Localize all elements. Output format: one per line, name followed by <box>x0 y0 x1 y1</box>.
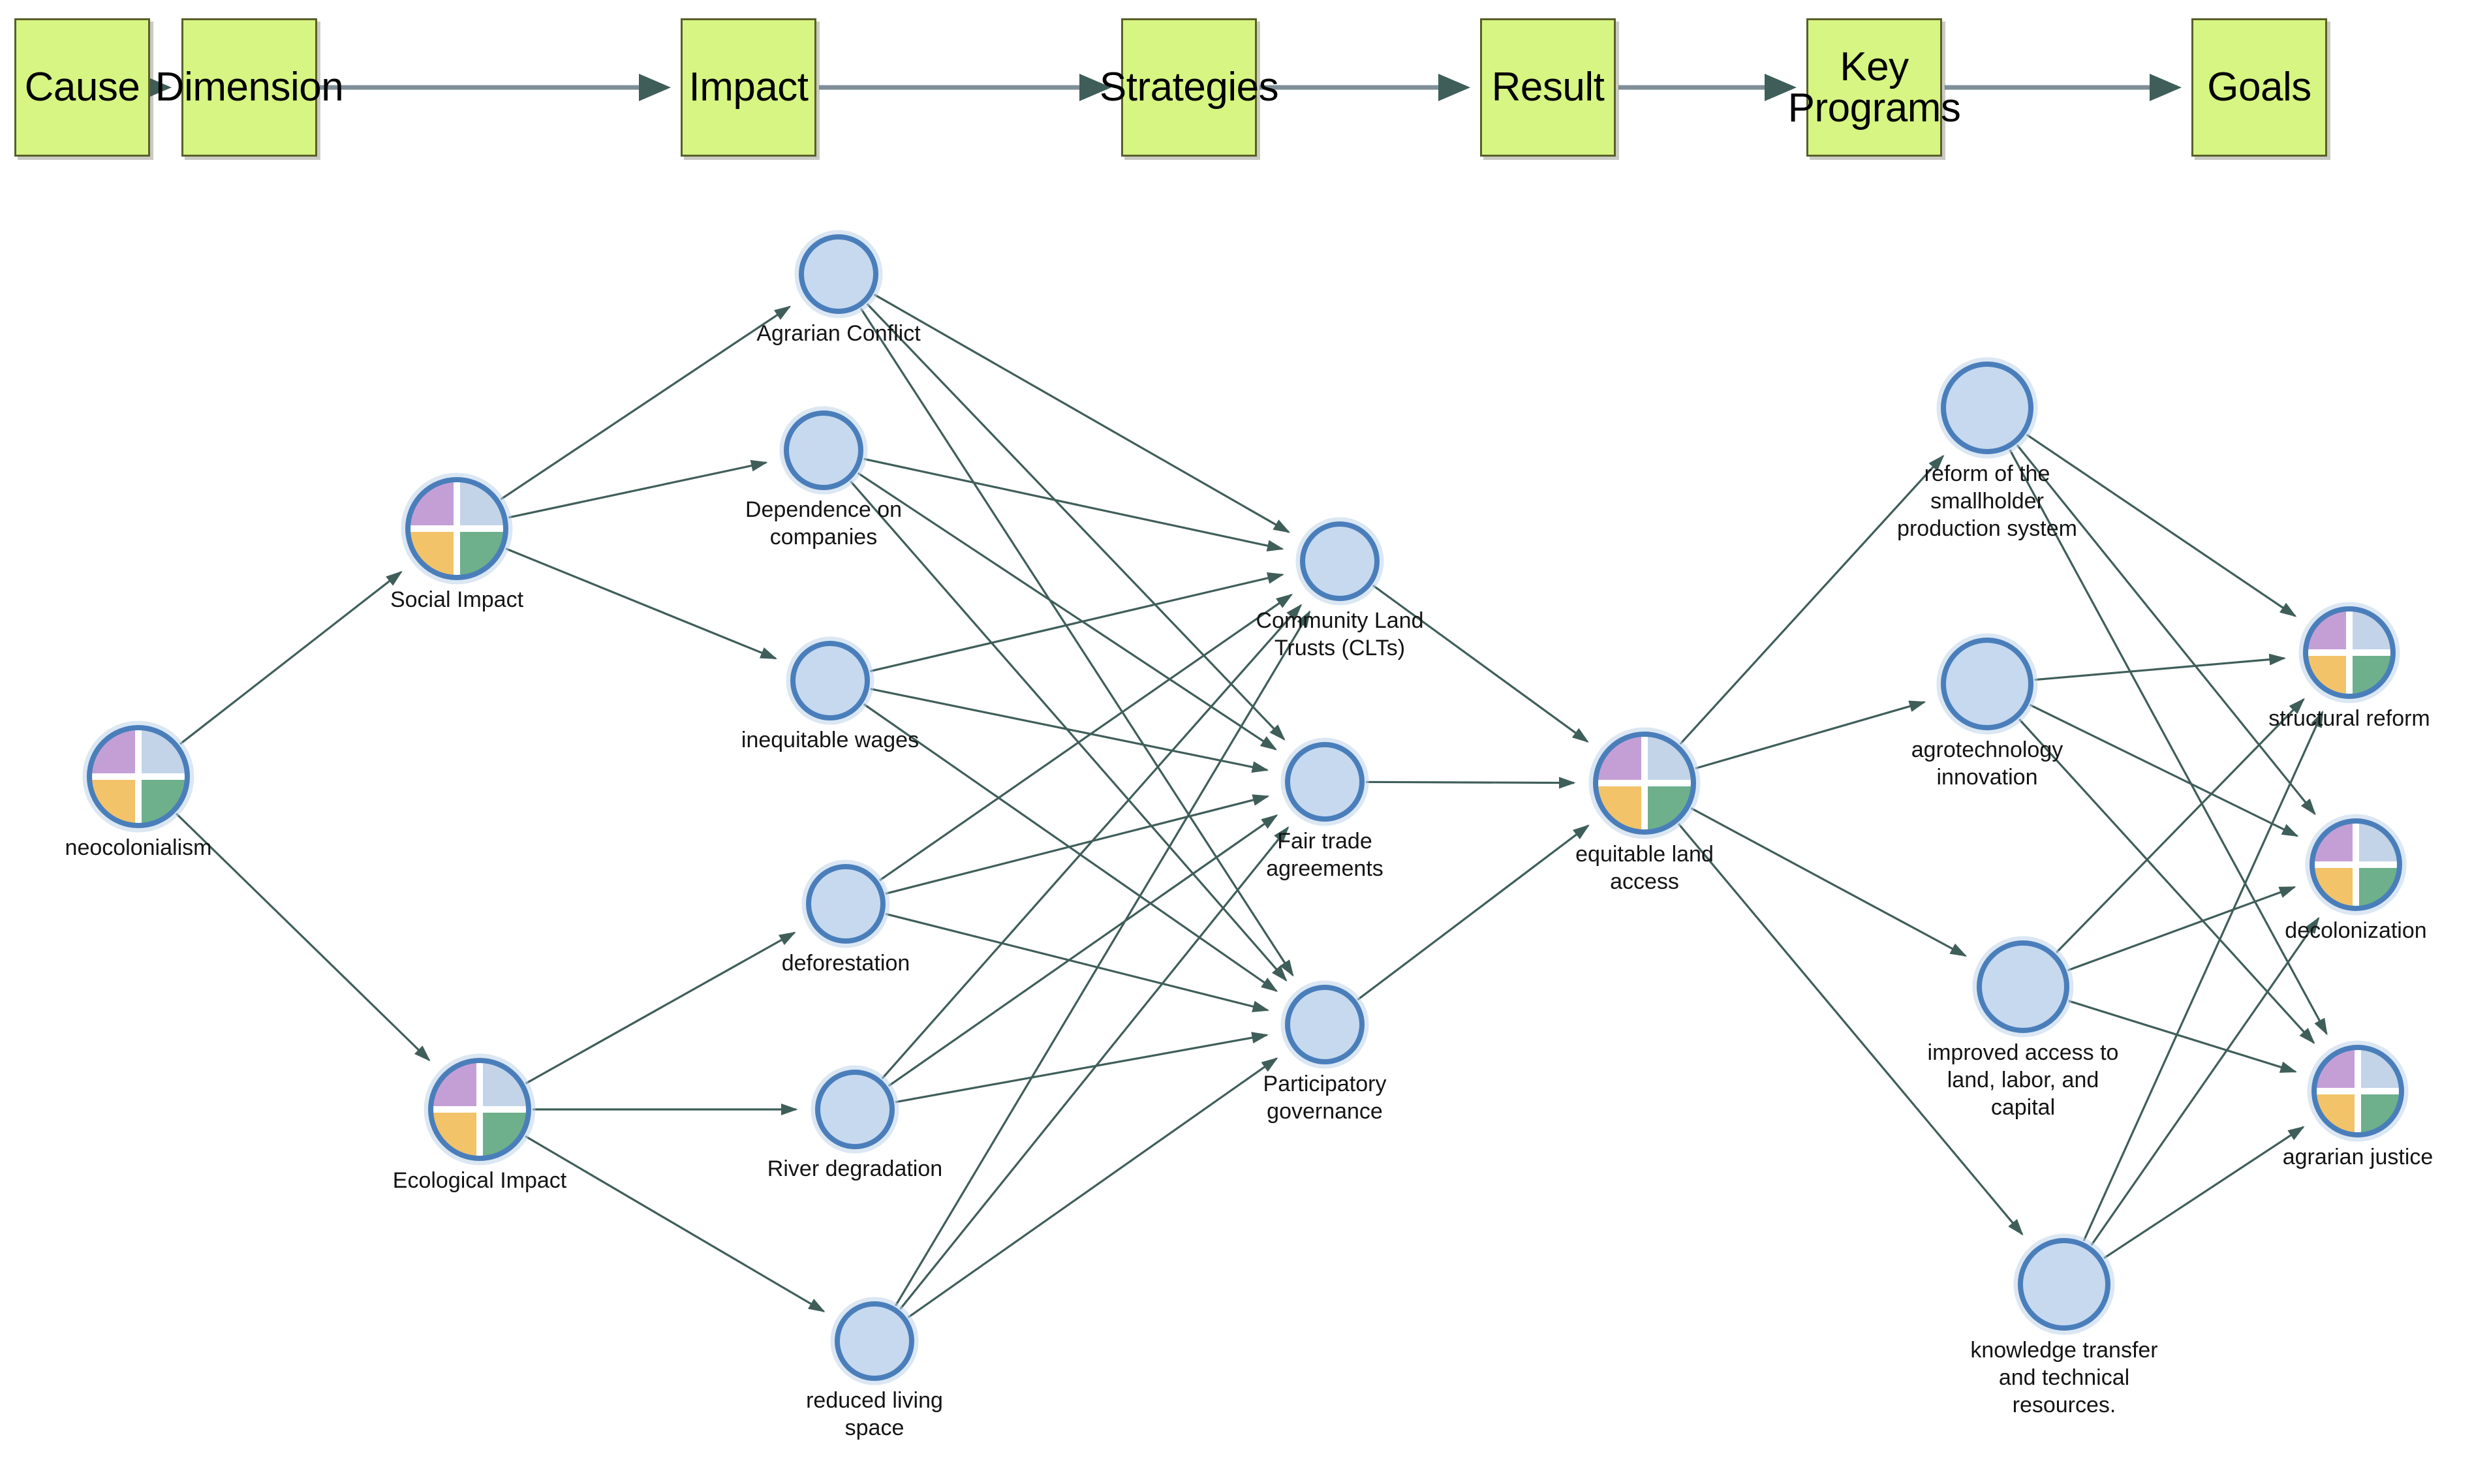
edge-reduced-space-to-participatory <box>907 1057 1278 1319</box>
edge-river-degradation-to-clt <box>881 604 1303 1079</box>
node-hit-reduced-space[interactable] <box>835 1302 914 1380</box>
header-box-label: Dimension <box>155 65 344 110</box>
node-knowledge-transfer[interactable] <box>2013 1233 2115 1335</box>
node-dependence[interactable] <box>779 406 868 495</box>
header-box-label: Result <box>1491 65 1605 110</box>
node-agrarian-justice[interactable] <box>2307 1040 2409 1142</box>
header-box-label: Strategies <box>1099 65 1279 110</box>
edge-ecological-impact-to-reduced-space <box>525 1135 826 1312</box>
node-participatory[interactable] <box>1280 980 1369 1069</box>
edge-dependence-to-fair-trade <box>857 472 1278 750</box>
edge-river-degradation-to-fair-trade <box>888 814 1278 1087</box>
node-decolonization[interactable] <box>2305 814 2407 916</box>
header-box-result[interactable]: Result <box>1480 18 1616 157</box>
edge-equitable-land-to-knowledge-transfer <box>1677 823 2024 1236</box>
edge-ecological-impact-to-deforestation <box>525 931 796 1085</box>
edge-agrotechnology-to-decolonization <box>2029 703 2299 837</box>
node-river-degradation[interactable] <box>811 1065 899 1154</box>
edge-social-impact-to-inequitable-wages <box>505 548 777 660</box>
header-box-impact[interactable]: Impact <box>681 18 816 157</box>
node-agrarian-conflict[interactable] <box>794 230 883 318</box>
header-box-goals[interactable]: Goals <box>2191 18 2327 157</box>
edge-equitable-land-to-improved-access <box>1690 807 1968 957</box>
node-hit-improved-access[interactable] <box>1977 941 2069 1032</box>
header-box-label: Key Programs <box>1787 44 1961 131</box>
node-neocolonialism[interactable] <box>82 720 194 833</box>
edge-social-impact-to-dependence <box>508 459 768 519</box>
node-hit-decolonization[interactable] <box>2310 819 2402 910</box>
header-box-cause[interactable]: Cause <box>14 18 150 157</box>
edge-agrarian-conflict-to-clt <box>873 293 1291 533</box>
header-box-label: Cause <box>24 65 140 110</box>
edge-improved-access-to-agrarian-justice <box>2068 1000 2297 1073</box>
edge-improved-access-to-structural-reform <box>2055 698 2305 953</box>
node-agrotechnology[interactable] <box>1936 633 2038 735</box>
node-hit-reform-smallholder[interactable] <box>1941 362 2033 454</box>
node-hit-equitable-land[interactable] <box>1594 732 1695 834</box>
edge-inequitable-wages-to-clt <box>869 572 1284 673</box>
edge-reform-smallholder-to-agrarian-justice <box>2009 449 2328 1036</box>
node-hit-social-impact[interactable] <box>406 478 508 580</box>
node-hit-ecological-impact[interactable] <box>429 1059 531 1160</box>
edge-reform-smallholder-to-structural-reform <box>2026 433 2297 617</box>
edge-deforestation-to-participatory <box>885 912 1270 1013</box>
edge-inequitable-wages-to-fair-trade <box>870 688 1269 773</box>
edge-deforestation-to-clt <box>878 593 1293 882</box>
node-hit-knowledge-transfer[interactable] <box>2018 1239 2110 1330</box>
edge-deforestation-to-fair-trade <box>885 794 1270 895</box>
header-box-strategies[interactable]: Strategies <box>1100 18 1279 157</box>
edge-agrotechnology-to-structural-reform <box>2034 653 2286 681</box>
edge-social-impact-to-agrarian-conflict <box>500 305 792 501</box>
node-deforestation[interactable] <box>801 859 890 948</box>
edge-knowledge-transfer-to-agrarian-justice <box>2103 1126 2305 1260</box>
node-hit-inequitable-wages[interactable] <box>791 642 869 720</box>
edge-equitable-land-to-reform-smallholder <box>1679 454 1945 745</box>
node-hit-deforestation[interactable] <box>807 865 885 943</box>
edge-agrotechnology-to-agrarian-justice <box>2018 718 2315 1044</box>
edge-agrarian-conflict-to-participatory <box>859 308 1294 977</box>
node-clt[interactable] <box>1295 517 1384 606</box>
node-hit-structural-reform[interactable] <box>2304 607 2395 698</box>
header-box-label: Goals <box>2207 65 2311 110</box>
node-reduced-space[interactable] <box>830 1297 919 1385</box>
node-improved-access[interactable] <box>1972 936 2074 1038</box>
edge-neocolonialism-to-ecological-impact <box>175 812 431 1062</box>
edge-reform-smallholder-to-decolonization <box>2016 444 2316 816</box>
node-hit-neocolonialism[interactable] <box>87 726 189 827</box>
edge-river-degradation-to-participatory <box>895 1032 1269 1104</box>
node-hit-agrotechnology[interactable] <box>1941 638 2033 730</box>
node-hit-dependence[interactable] <box>784 411 863 489</box>
header-box-key-programs[interactable]: Key Programs <box>1788 18 1961 157</box>
edge-clt-to-equitable-land <box>1372 584 1589 743</box>
edge-reduced-space-to-clt <box>894 610 1311 1306</box>
edge-neocolonialism-to-social-impact <box>179 570 403 745</box>
edge-improved-access-to-decolonization <box>2067 886 2296 972</box>
edge-participatory-to-equitable-land <box>1357 824 1590 1001</box>
node-hit-fair-trade[interactable] <box>1286 743 1364 821</box>
edge-agrarian-conflict-to-fair-trade <box>866 303 1286 741</box>
node-hit-participatory[interactable] <box>1286 985 1364 1064</box>
node-hit-clt[interactable] <box>1301 522 1379 600</box>
edge-reduced-space-to-fair-trade <box>899 826 1290 1310</box>
edge-knowledge-transfer-to-decolonization <box>2090 916 2320 1246</box>
node-hit-agrarian-conflict[interactable] <box>799 235 878 313</box>
node-hit-agrarian-justice[interactable] <box>2312 1045 2403 1137</box>
node-inequitable-wages[interactable] <box>786 636 874 725</box>
header-box-label: Impact <box>688 65 809 110</box>
node-reform-smallholder[interactable] <box>1936 357 2038 459</box>
node-social-impact[interactable] <box>401 472 513 585</box>
edge-equitable-land-to-agrotechnology <box>1695 700 1926 770</box>
header-box-dimension[interactable]: Dimension <box>155 18 344 157</box>
node-hit-river-degradation[interactable] <box>816 1070 894 1149</box>
edge-knowledge-transfer-to-structural-reform <box>2082 710 2324 1242</box>
node-fair-trade[interactable] <box>1280 737 1369 826</box>
edge-dependence-to-participatory <box>850 480 1288 982</box>
edge-dependence-to-clt <box>863 457 1284 552</box>
